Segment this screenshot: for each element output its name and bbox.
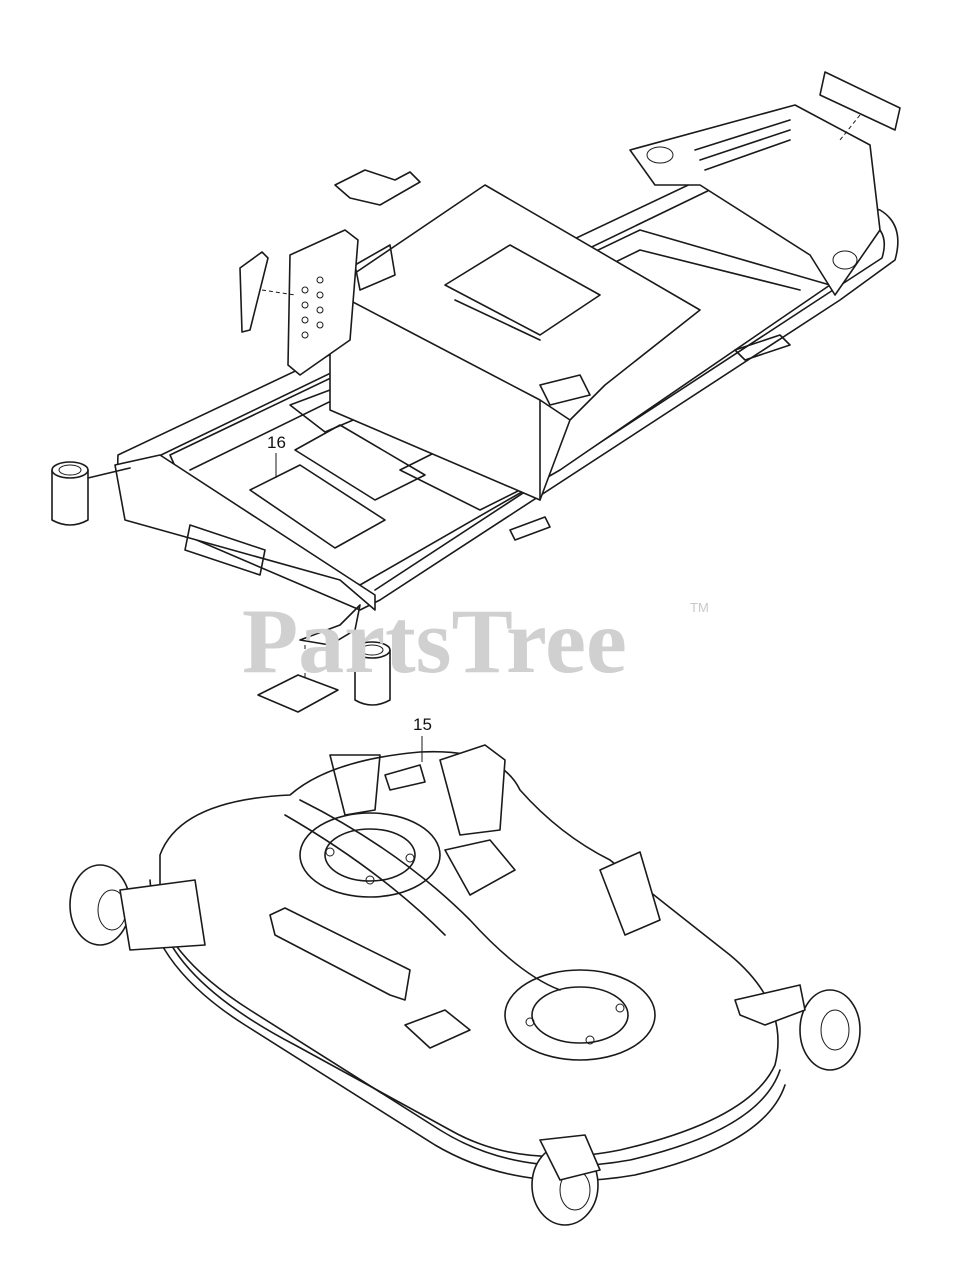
watermark-text: PartsTree bbox=[242, 590, 627, 692]
callout-15: 15 bbox=[413, 715, 432, 734]
watermark-trademark: TM bbox=[690, 600, 709, 615]
callout-16: 16 bbox=[267, 433, 286, 452]
deck-frame-assembly bbox=[51, 71, 901, 713]
mower-deck-shell bbox=[69, 736, 861, 1226]
